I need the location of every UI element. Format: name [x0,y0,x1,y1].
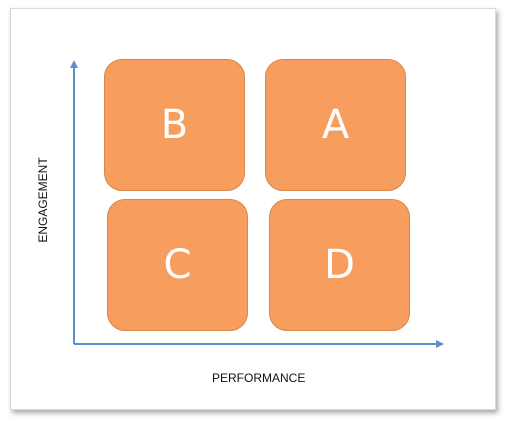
quadrant-label-c: C [163,242,192,288]
x-axis-label: PERFORMANCE [212,371,306,385]
quadrant-label-a: A [321,102,350,148]
quadrant-top-right: A [265,59,406,191]
y-axis-label: ENGAGEMENT [36,157,50,243]
quadrant-bottom-left: C [107,199,248,331]
quadrant-label-b: B [160,102,189,148]
quadrant-top-left: B [104,59,245,191]
quadrant-label-d: D [324,242,355,288]
quadrant-bottom-right: D [269,199,410,331]
